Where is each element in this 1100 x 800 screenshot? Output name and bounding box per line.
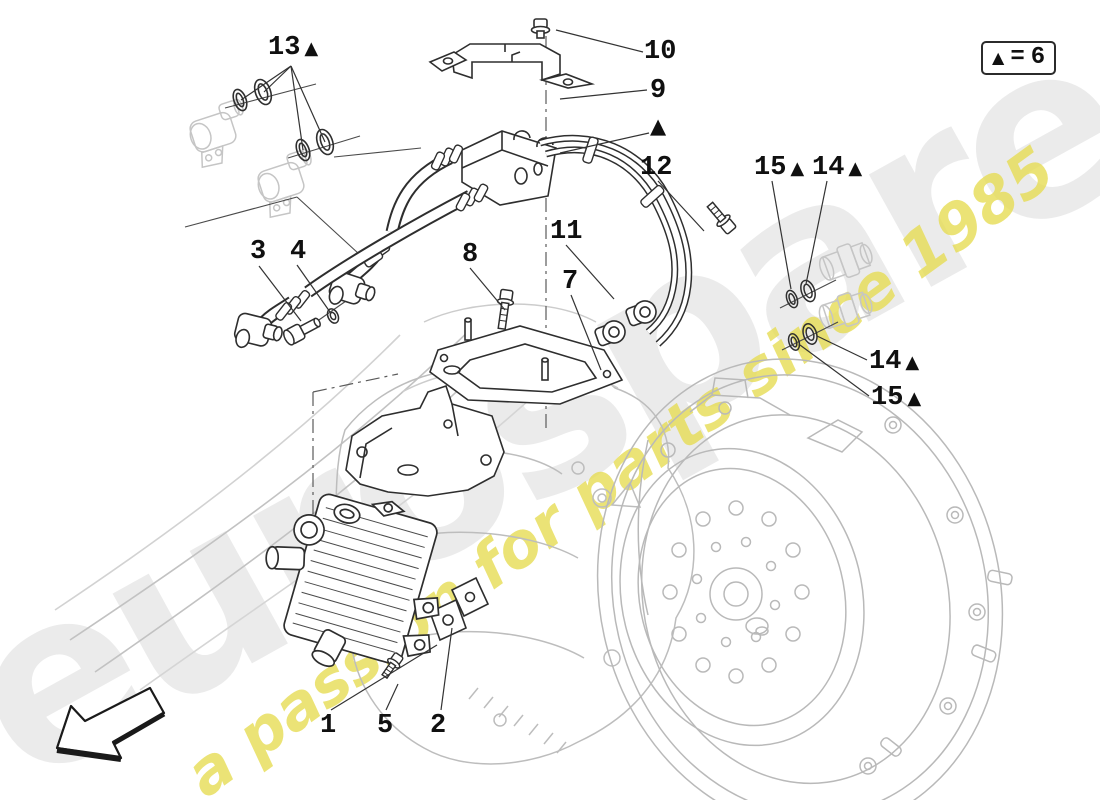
hose-lower-couplings (275, 183, 489, 321)
callout-14a: 14▲ (812, 153, 862, 183)
triangle-icon: ▲ (304, 38, 319, 59)
callout-number: 4 (290, 237, 307, 267)
callout-13: 13▲ (268, 33, 318, 63)
callout-1: 1 (320, 711, 336, 741)
bolt-5 (381, 652, 404, 680)
legend-box: ▲ = 6 (981, 41, 1057, 75)
callout-5: 5 (377, 711, 393, 741)
callout-14b: 14▲ (869, 347, 919, 377)
callout-number: 10 (644, 37, 677, 67)
banjo-eyes (594, 300, 657, 347)
callout-number: 15 (754, 153, 787, 183)
callout-number: 11 (550, 217, 583, 247)
callout-11: 11 (550, 217, 582, 247)
callout-3: 3 (250, 237, 266, 267)
callout-15b: 15▲ (871, 383, 921, 413)
legend-separator: = (1010, 44, 1025, 71)
callout-number: 5 (377, 711, 394, 741)
bolt-12 (706, 201, 737, 235)
callout-number: 14 (869, 347, 902, 377)
triangle-icon: ▲ (905, 352, 920, 373)
elbow-fitting-b (233, 312, 283, 349)
callout-8: 8 (462, 240, 478, 270)
callout-2: 2 (430, 711, 446, 741)
bolt-10 (530, 18, 551, 39)
triangle-icon: ▲ (907, 388, 922, 409)
ghost-clutch-bell-housing (596, 358, 1013, 800)
legend-triangle-icon: ▲ (992, 48, 1005, 67)
oring-set-14-15 (785, 279, 818, 351)
metal-pipes (539, 134, 693, 347)
ghost-elbow-fittings (189, 98, 312, 219)
callout-number: 8 (462, 240, 479, 270)
leader-lines (240, 29, 870, 711)
triangle-icon: ▲ (790, 158, 805, 179)
callout-number: 12 (640, 153, 673, 183)
oil-cooler (265, 493, 440, 668)
bolt-3 (282, 317, 321, 346)
callout-15a: 15▲ (754, 153, 804, 183)
callout-10: 10 (644, 37, 676, 67)
callout-4: 4 (290, 237, 306, 267)
callout-number: 13 (268, 33, 301, 63)
mounting-plate (429, 317, 624, 405)
direction-arrow (55, 686, 166, 762)
callout-number: 1 (320, 711, 337, 741)
callout-tri: ▲ (650, 114, 666, 138)
callout-number: 9 (650, 76, 667, 106)
ghost-union-fittings (818, 241, 873, 330)
callout-7: 7 (562, 267, 578, 297)
legend-value: 6 (1030, 44, 1046, 71)
lower-bracket (345, 384, 505, 642)
callout-number: 2 (430, 711, 447, 741)
callout-number: 3 (250, 237, 267, 267)
callout-9: 9 (650, 76, 666, 106)
triangle-icon: ▲ (650, 114, 667, 138)
bracket-9 (428, 43, 596, 89)
washer-4 (326, 308, 340, 324)
callout-number: 7 (562, 267, 579, 297)
elbow-fitting-a (328, 271, 376, 305)
triangle-icon: ▲ (848, 158, 863, 179)
callout-12: 12 (640, 153, 672, 183)
callout-number: 14 (812, 153, 845, 183)
callout-number: 15 (871, 383, 904, 413)
oring-set-13 (232, 78, 335, 162)
